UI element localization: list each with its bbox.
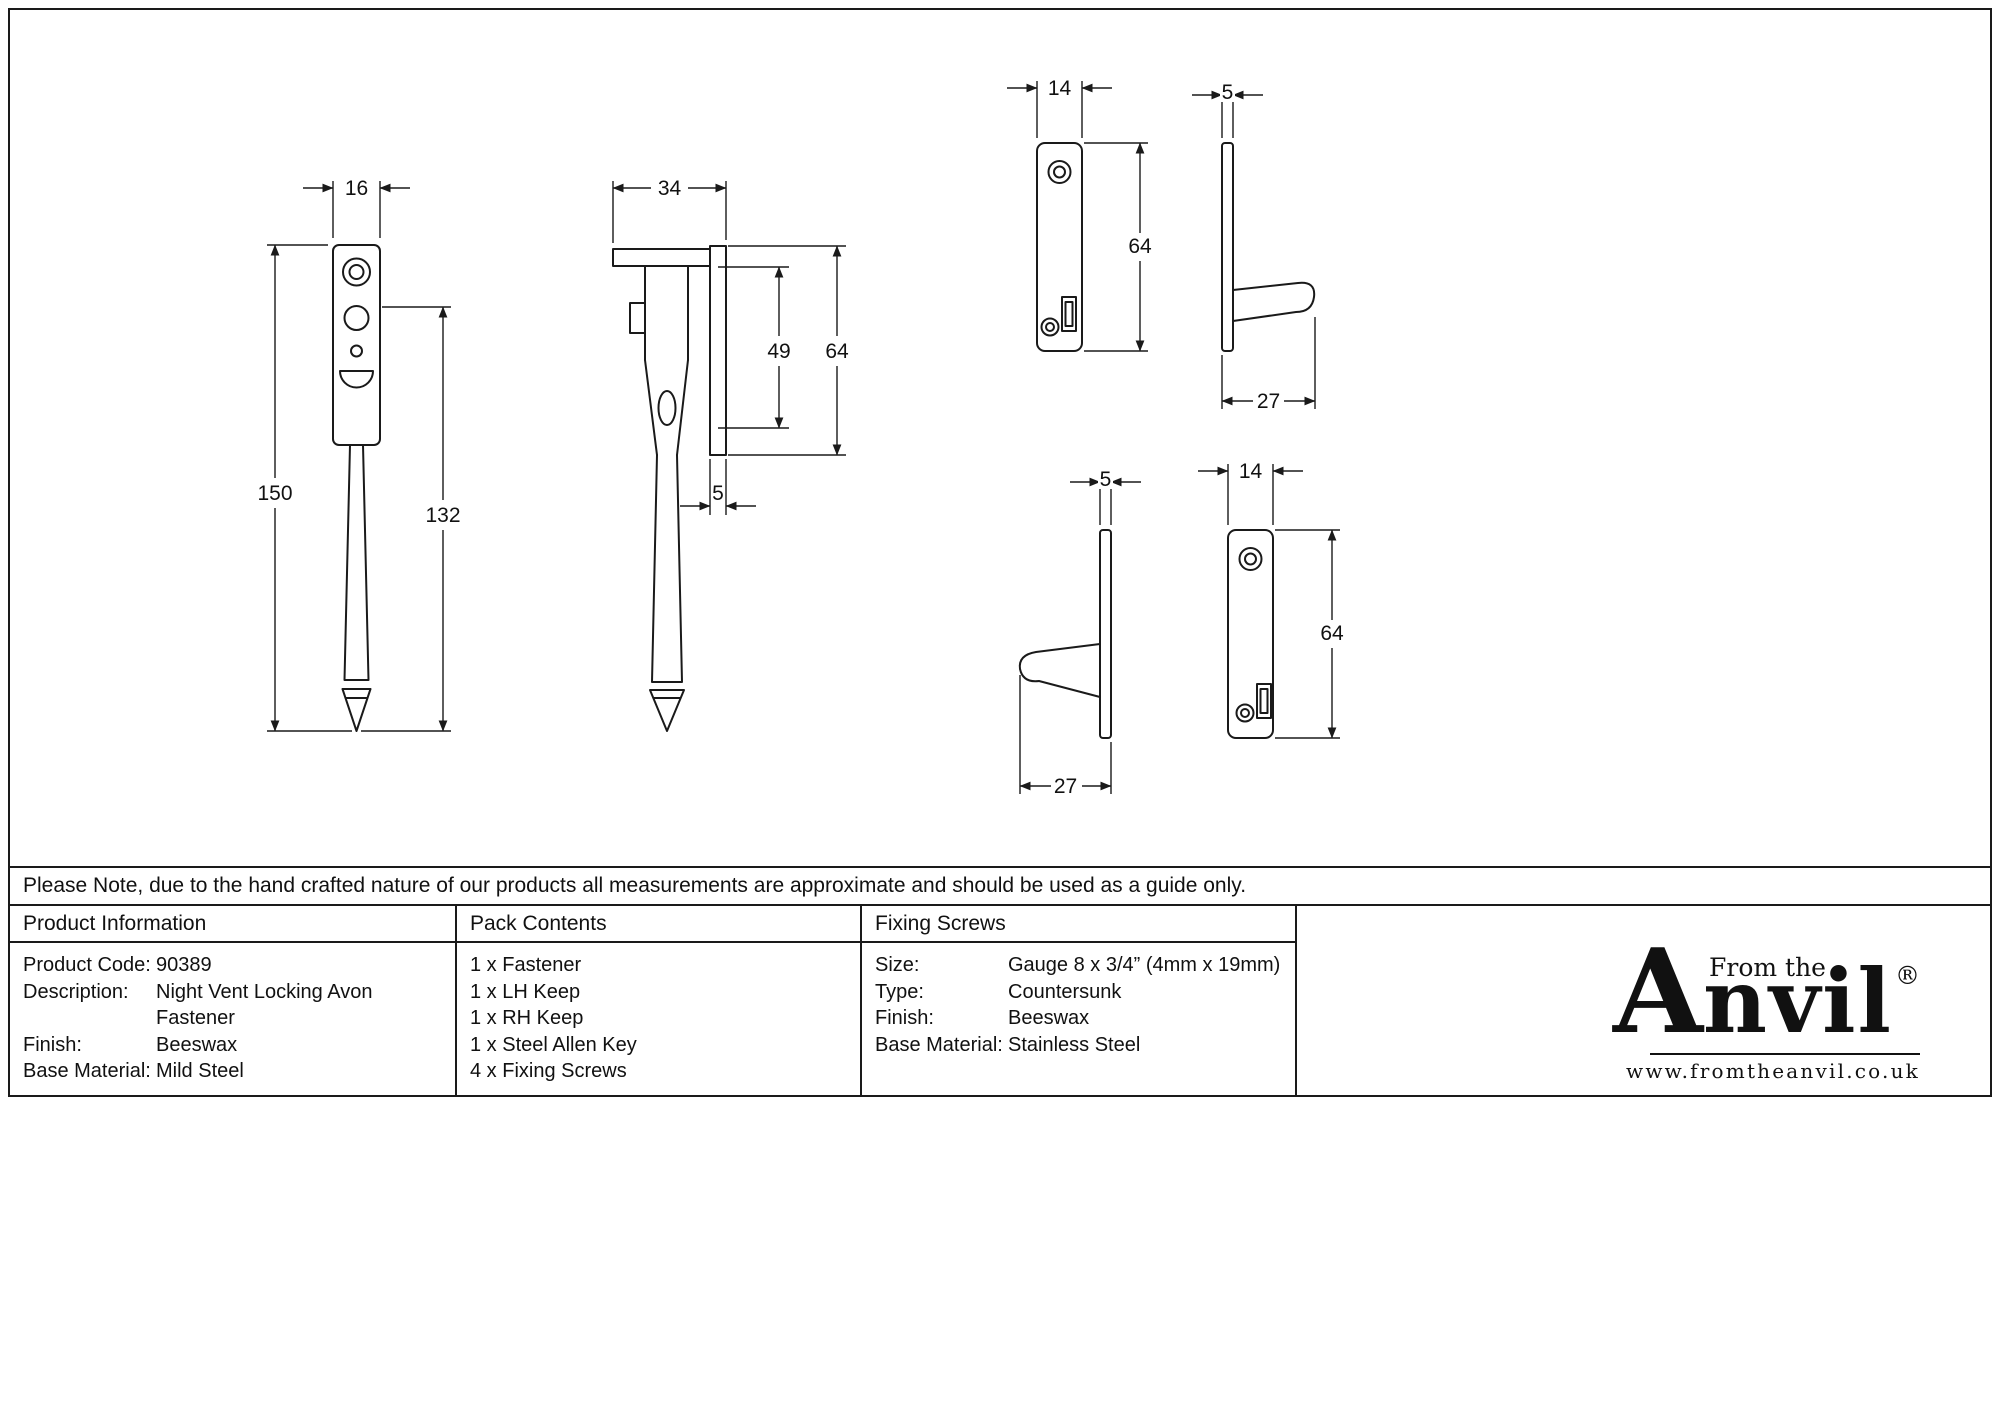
table-row: Size: Gauge 8 x 3/4” (4mm x 19mm) — [875, 952, 1287, 979]
spec-sheet-frame: 16 150 132 34 — [8, 8, 1992, 1097]
row-label: Size: — [875, 954, 920, 976]
dim-fastener-width: 16 — [345, 177, 368, 200]
fastener-front-view: 16 150 132 — [257, 177, 461, 732]
row-value: Stainless Steel — [1008, 1033, 1141, 1056]
pack-contents-header: Pack Contents — [457, 906, 860, 943]
note-text: Please Note, due to the hand crafted nat… — [23, 874, 1247, 897]
logo-nvil: nvil — [1703, 949, 1893, 1053]
row-value: Countersunk — [1008, 980, 1122, 1003]
row-value: Beeswax — [156, 1033, 238, 1056]
row-label: Base Material: — [23, 1060, 151, 1082]
table-row: Base Material: Mild Steel — [23, 1058, 447, 1085]
dim-keep-thickness-top: 5 — [1222, 81, 1234, 104]
table-row: Finish: Beeswax — [875, 1005, 1287, 1032]
dim-keep-width-top: 14 — [1048, 77, 1072, 100]
table-row: Base Material: Stainless Steel — [875, 1032, 1287, 1059]
row-label: Product Code: — [23, 954, 151, 976]
row-label: Finish: — [875, 1007, 934, 1029]
table-row: Finish: Beeswax — [23, 1032, 447, 1059]
row-value: Night Vent Locking Avon Fastener — [156, 980, 373, 1030]
table-row: Type: Countersunk — [875, 979, 1287, 1006]
dim-keep-thickness-bottom: 5 — [1100, 468, 1112, 491]
row-label: Type: — [875, 980, 924, 1003]
pack-item: 1 x LH Keep — [470, 980, 581, 1003]
row-label: Base Material: — [875, 1033, 1003, 1056]
dim-keep-height-top: 64 — [1128, 235, 1152, 258]
row-value: 90389 — [156, 954, 212, 976]
fastener-side-view: 34 49 64 5 — [612, 177, 849, 732]
pack-item: 1 x RH Keep — [470, 1007, 584, 1029]
dim-plate-hole-spacing: 49 — [767, 340, 790, 363]
product-information-section: Product Information Product Code: 90389 … — [10, 906, 455, 1095]
dim-plate-height: 64 — [825, 340, 849, 363]
dim-fastener-depth: 34 — [658, 177, 682, 200]
keep-front-view-bottom: 14 64 — [1198, 460, 1344, 739]
fixing-screws-header: Fixing Screws — [862, 906, 1295, 943]
dim-keep-width-bottom: 14 — [1239, 460, 1263, 483]
registered-trademark-icon: ® — [1895, 961, 1920, 990]
logo-url: www.fromtheanvil.co.uk — [1626, 1059, 1920, 1083]
fixing-screws-section: Fixing Screws Size: Gauge 8 x 3/4” (4mm … — [860, 906, 1295, 1095]
dim-keep-depth-bottom: 27 — [1054, 775, 1077, 798]
logo-letter-a: A — [1613, 924, 1704, 1060]
note-bar: Please Note, due to the hand crafted nat… — [10, 866, 1990, 906]
pack-item: 1 x Steel Allen Key — [470, 1033, 637, 1056]
row-value: Mild Steel — [156, 1060, 244, 1082]
technical-drawings: 16 150 132 34 — [257, 77, 1344, 798]
product-information-header: Product Information — [10, 906, 455, 943]
keep-front-view-top: 14 64 — [1007, 77, 1152, 352]
table-row: Product Code: 90389 — [23, 952, 447, 979]
keep-side-view-top: 5 27 — [1192, 81, 1316, 413]
keep-side-view-bottom: 5 27 — [1018, 468, 1141, 798]
dim-fastener-handle-length: 132 — [425, 504, 460, 527]
logo-from-the: From the — [1709, 953, 1826, 982]
info-table: Product Information Product Code: 90389 … — [10, 906, 1990, 1095]
logo-rule — [1650, 1053, 1920, 1055]
dim-fastener-overall-length: 150 — [257, 482, 292, 505]
table-row: Description: Night Vent Locking Avon Fas… — [23, 979, 447, 1032]
dim-keep-depth-top: 27 — [1257, 390, 1280, 413]
row-value: Gauge 8 x 3/4” (4mm x 19mm) — [1008, 954, 1281, 976]
pack-item: 4 x Fixing Screws — [470, 1060, 627, 1082]
pack-item: 1 x Fastener — [470, 954, 582, 976]
dim-plate-thickness: 5 — [712, 482, 724, 505]
pack-contents-section: Pack Contents 1 x Fastener 1 x LH Keep 1… — [455, 906, 860, 1095]
row-label: Description: — [23, 980, 129, 1003]
row-label: Finish: — [23, 1033, 82, 1056]
dim-keep-height-bottom: 64 — [1320, 622, 1344, 645]
row-value: Beeswax — [1008, 1007, 1090, 1029]
